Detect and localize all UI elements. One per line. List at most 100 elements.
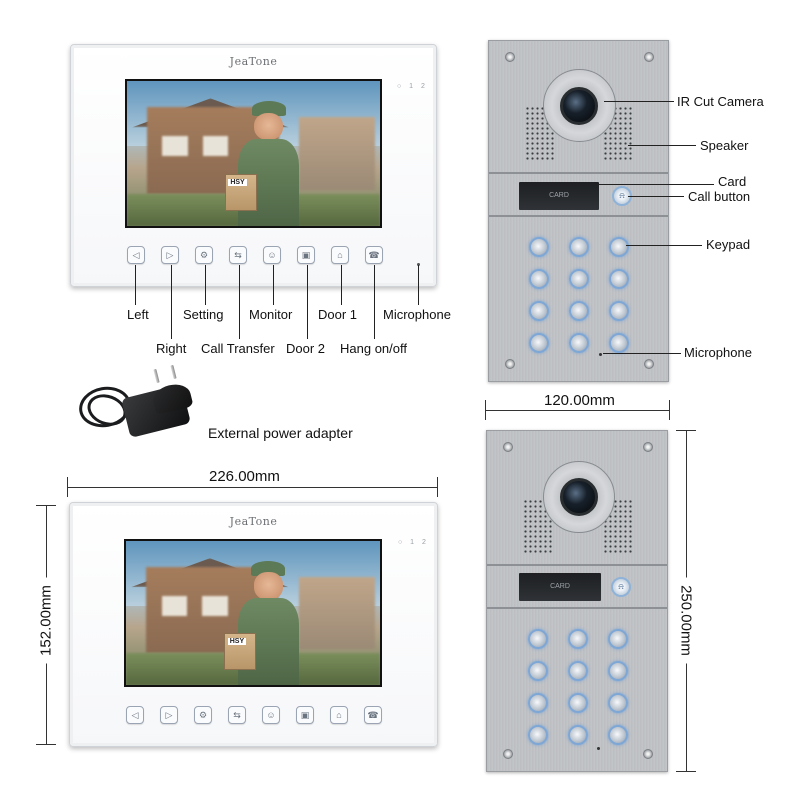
keypad-key[interactable] <box>569 333 589 353</box>
parcel-label: HSY <box>228 178 247 186</box>
keypad-key[interactable] <box>609 237 629 257</box>
leader-door2 <box>307 265 308 339</box>
leader-ir-camera <box>604 101 674 102</box>
label-keypad: Keypad <box>706 237 751 252</box>
label-microphone-door: Microphone <box>684 345 752 360</box>
dim-monitor-width: 226.00mm <box>205 468 284 485</box>
door1-button[interactable]: ⌂ <box>330 706 348 724</box>
indicator-lights: ○ 1 2 <box>397 83 428 90</box>
hang-phone-icon: ☎ <box>368 250 380 260</box>
keypad-key[interactable] <box>608 725 628 745</box>
keypad-key[interactable] <box>608 629 628 649</box>
door2-button[interactable]: ▣ <box>296 706 314 724</box>
keypad-key[interactable] <box>528 629 548 649</box>
label-door2: Door 2 <box>286 341 326 356</box>
door2-icon: ▣ <box>301 250 311 260</box>
parcel-box: HSY <box>224 632 257 671</box>
keypad-key[interactable] <box>529 237 549 257</box>
keypad-key[interactable] <box>569 301 589 321</box>
door1-lock-icon: ⌂ <box>337 250 343 260</box>
label-setting: Setting <box>183 307 224 322</box>
keypad-key[interactable] <box>529 333 549 353</box>
card-reader[interactable]: CARD <box>519 182 599 210</box>
screen-window <box>202 136 229 157</box>
label-ir-camera: IR Cut Camera <box>677 94 764 109</box>
brand-logo: JeaTone <box>229 55 278 68</box>
hang-button[interactable]: ☎ <box>365 246 383 264</box>
label-speaker: Speaker <box>700 138 749 153</box>
hang-button[interactable]: ☎ <box>364 706 382 724</box>
screw <box>643 749 653 759</box>
door-microphone-hole <box>599 353 602 356</box>
monitor-button[interactable]: ☺ <box>263 246 281 264</box>
setting-button[interactable]: ⚙ <box>195 246 213 264</box>
screw <box>643 442 653 452</box>
keypad-key[interactable] <box>529 269 549 289</box>
leader-microphone-monitor <box>418 265 419 305</box>
keypad-key[interactable] <box>569 237 589 257</box>
keypad-key[interactable] <box>609 269 629 289</box>
adapter-pin <box>153 368 160 384</box>
person-cap <box>251 101 286 117</box>
dim-door-width: 120.00mm <box>540 392 619 409</box>
label-adapter: External power adapter <box>208 425 353 441</box>
keypad-key[interactable] <box>609 333 629 353</box>
right-arrow-icon: ▷ <box>166 250 174 260</box>
panel-divider <box>487 564 667 566</box>
keypad-key[interactable] <box>528 725 548 745</box>
call-transfer-icon: ⇆ <box>233 710 241 720</box>
setting-button[interactable]: ⚙ <box>194 706 212 724</box>
monitor-button[interactable]: ☺ <box>262 706 280 724</box>
indicator-lights: ○ 1 2 <box>398 539 429 546</box>
leader-hang <box>374 265 375 339</box>
door2-button[interactable]: ▣ <box>297 246 315 264</box>
delivery-person: HSY <box>224 101 300 226</box>
label-call-transfer: Call Transfer <box>201 341 275 356</box>
monitor-icon: ☺ <box>266 710 276 720</box>
card-reader-label: CARD <box>549 192 569 199</box>
screen-window <box>202 595 228 616</box>
keypad-key[interactable] <box>568 661 588 681</box>
screw <box>505 359 515 369</box>
leader-call-transfer <box>239 265 240 339</box>
card-reader[interactable]: CARD <box>519 573 601 601</box>
call-transfer-button[interactable]: ⇆ <box>229 246 247 264</box>
keypad-key[interactable] <box>568 725 588 745</box>
call-button[interactable]: ⍾ <box>611 577 631 597</box>
keypad-key[interactable] <box>609 301 629 321</box>
leader-speaker <box>628 145 696 146</box>
screw <box>503 749 513 759</box>
left-button[interactable]: ◁ <box>126 706 144 724</box>
hang-phone-icon: ☎ <box>367 710 379 720</box>
right-button[interactable]: ▷ <box>160 706 178 724</box>
setting-icon: ⚙ <box>199 250 209 260</box>
screw <box>503 442 513 452</box>
left-button[interactable]: ◁ <box>127 246 145 264</box>
dim-door-height: 250.00mm <box>677 577 695 664</box>
keypad-key[interactable] <box>608 661 628 681</box>
right-button[interactable]: ▷ <box>161 246 179 264</box>
leader-card <box>598 184 714 185</box>
door-microphone-hole <box>597 747 600 750</box>
door1-button[interactable]: ⌂ <box>331 246 349 264</box>
label-monitor: Monitor <box>249 307 293 322</box>
keypad-key[interactable] <box>528 693 548 713</box>
brand-logo: JeaTone <box>229 515 278 528</box>
label-call-button: Call button <box>688 189 751 204</box>
keypad-key[interactable] <box>568 693 588 713</box>
screen-window <box>161 595 187 616</box>
panel-divider <box>487 607 667 609</box>
keypad-key[interactable] <box>529 301 549 321</box>
monitor-screen: HSY <box>124 539 382 687</box>
label-door1: Door 1 <box>318 307 358 322</box>
keypad-key[interactable] <box>608 693 628 713</box>
keypad-key[interactable] <box>568 629 588 649</box>
delivery-person: HSY <box>224 561 299 685</box>
screen-house-right <box>298 577 375 649</box>
dim-monitor-height: 152.00mm <box>37 577 55 664</box>
parcel-label: HSY <box>227 638 247 646</box>
call-transfer-button[interactable]: ⇆ <box>228 706 246 724</box>
keypad-key[interactable] <box>528 661 548 681</box>
setting-icon: ⚙ <box>198 710 208 720</box>
keypad-key[interactable] <box>569 269 589 289</box>
